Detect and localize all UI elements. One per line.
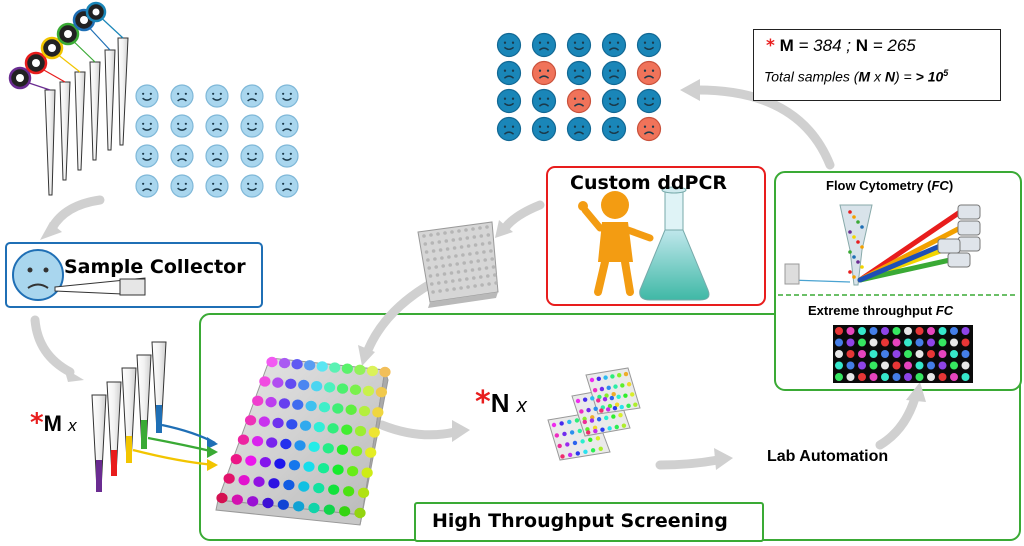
scientist-figure <box>578 191 654 296</box>
happy-face-icon <box>135 114 159 138</box>
arrow-fc-to-top <box>693 85 835 170</box>
tip-transfer-arrows <box>132 423 218 471</box>
sad-face-icon <box>170 84 194 108</box>
happy-face-icon <box>496 32 522 58</box>
happy-face-icon <box>496 88 522 114</box>
gray-plate-stack <box>417 221 499 308</box>
happy-face-icon <box>275 84 299 108</box>
m-multiplier: *M x <box>30 408 77 438</box>
arrow-collector-to-tips <box>30 315 75 377</box>
flow-cytometer-graphic <box>784 204 981 286</box>
sad-face-icon <box>205 114 229 138</box>
n-multiplier: *N x <box>475 385 527 420</box>
sad-face-icon <box>275 174 299 198</box>
happy-face-icon <box>205 84 229 108</box>
left-faces-grid <box>135 84 299 198</box>
hts-label-box <box>414 502 764 542</box>
sad-face-icon <box>496 60 522 86</box>
happy-face-icon <box>240 174 264 198</box>
flow-cytometry-label: Flow Cytometry (FC) <box>826 178 954 193</box>
sad-face-icon <box>205 144 229 168</box>
sad-face-icon <box>170 144 194 168</box>
flask-icon <box>639 186 710 301</box>
arrow-plate-to-hts <box>363 278 437 355</box>
happy-face-icon <box>531 116 557 142</box>
sad-face-icon <box>205 174 229 198</box>
arrow-plate-to-nx <box>377 420 460 440</box>
happy-face-icon <box>636 88 662 114</box>
custom-ddpcr-label: Custom ddPCR <box>570 172 728 194</box>
sad-face-icon <box>566 116 592 142</box>
sad-face-icon <box>636 60 662 86</box>
lab-automation-label: Lab Automation <box>767 448 889 465</box>
sad-face-icon <box>531 88 557 114</box>
sad-face-icon <box>240 84 264 108</box>
happy-face-icon <box>566 32 592 58</box>
happy-face-icon <box>601 88 627 114</box>
hts-label: High Throughput Screening <box>432 510 728 532</box>
formula-box: * M = 384 ; N = 265 Total samples (M x N… <box>753 29 1001 101</box>
happy-face-icon <box>636 32 662 58</box>
sad-face-icon <box>601 60 627 86</box>
sad-face-icon <box>601 32 627 58</box>
arrow-heads <box>40 79 926 470</box>
sad-face-icon <box>566 60 592 86</box>
arrow-stack-to-lab <box>655 455 723 470</box>
happy-face-icon <box>275 144 299 168</box>
extreme-throughput-image <box>833 325 973 383</box>
sad-face-icon <box>135 174 159 198</box>
arrow-faces-to-collector <box>47 195 105 233</box>
sad-face-icon <box>531 32 557 58</box>
happy-face-icon <box>170 174 194 198</box>
happy-face-icon <box>601 116 627 142</box>
formula-star: * <box>766 36 775 56</box>
sample-collector-label: Sample Collector <box>64 256 246 278</box>
arrow-ddpcr-to-plate <box>500 200 545 233</box>
sad-face-icon <box>636 116 662 142</box>
sad-face-icon <box>566 88 592 114</box>
happy-face-icon <box>135 84 159 108</box>
happy-face-icon <box>240 144 264 168</box>
big-multiwell-plate <box>215 356 391 526</box>
happy-face-icon <box>135 144 159 168</box>
sad-face-icon <box>496 116 522 142</box>
extreme-throughput-label: Extreme throughput FC <box>808 303 954 318</box>
small-plate-stack <box>547 367 641 461</box>
top-tips-rack <box>8 1 129 196</box>
happy-face-icon <box>240 114 264 138</box>
m-tips-rack <box>91 341 167 492</box>
sample-collector-icon <box>12 249 146 301</box>
arrow-lab-to-fc <box>875 393 920 450</box>
formula-line-2: Total samples (M x N) = > 105 <box>764 68 949 85</box>
sad-face-icon <box>531 60 557 86</box>
happy-face-icon <box>170 114 194 138</box>
formula-line-1: * M = 384 ; N = 265 <box>766 36 916 56</box>
top-faces-grid <box>496 32 662 142</box>
sad-face-icon <box>275 114 299 138</box>
